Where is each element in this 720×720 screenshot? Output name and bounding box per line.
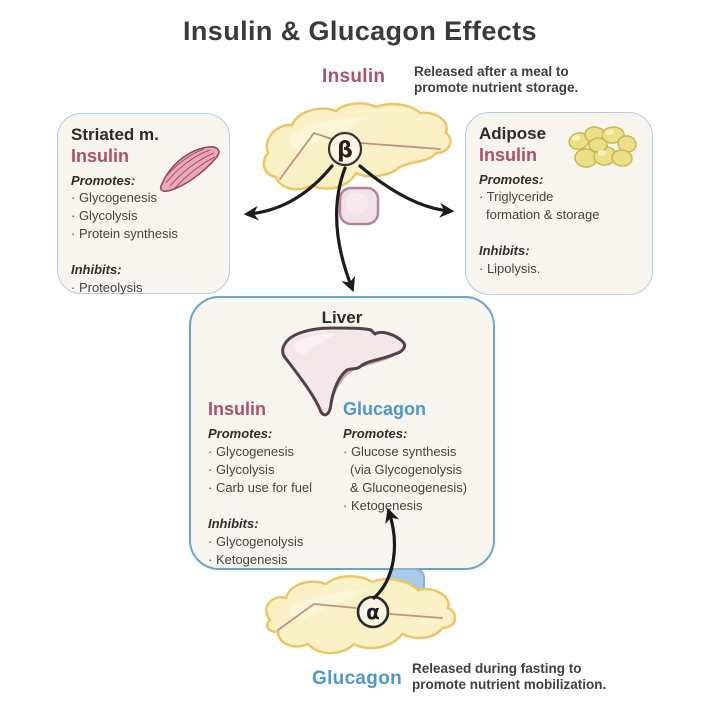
beta-cell-label: β: [337, 138, 353, 163]
list-item: · Ketogenesis: [208, 551, 288, 567]
bottom-glucagon-description-line2: promote nutrient mobilization.: [412, 677, 607, 693]
alpha-cell-label: α: [366, 600, 380, 624]
list-item: (via Glycogenolysis: [350, 461, 462, 477]
liver-glucagon-column: Glucagon Promotes: · Glucose synthesis (…: [343, 398, 493, 515]
liver-panel: Liver Insulin Promotes: · Glycogenesis ·…: [189, 296, 495, 570]
list-item: · Proteolysis: [71, 280, 143, 296]
list-item: · Glucose synthesis: [343, 443, 457, 459]
liver-panel-title: Liver: [321, 308, 363, 327]
beta-cell-icon: β: [327, 131, 363, 167]
adipose-panel-title: Adipose: [479, 124, 547, 143]
liver-insulin-column: Insulin Promotes: · Glycogenesis · Glyco…: [208, 398, 342, 568]
bottom-glucagon-description-line1: Released during fasting to: [412, 661, 582, 676]
list-item: · Lipolysis.: [479, 261, 541, 277]
adipose-hormone-label: Insulin: [479, 144, 537, 165]
striated-muscle-panel: Striated m. Insulin Promotes: · Glycogen…: [57, 113, 230, 296]
list-item: & Gluconeogenesis): [350, 479, 468, 495]
list-item: formation & storage: [486, 207, 600, 223]
liver-insulin-inhibits-label: Inhibits:: [208, 515, 259, 531]
muscle-icon: [159, 146, 220, 192]
top-insulin-description-line1: Released after a meal to: [414, 64, 569, 79]
striated-panel-title: Striated m.: [71, 125, 159, 144]
stomach-pouch-icon: [338, 186, 380, 226]
liver-glucagon-promotes-label: Promotes:: [343, 426, 408, 441]
striated-inhibits-label: Inhibits:: [71, 262, 122, 278]
adipose-inhibits-label: Inhibits:: [479, 243, 530, 259]
striated-promotes-label: Promotes:: [71, 172, 136, 188]
list-item: · Triglyceride: [479, 189, 554, 205]
top-insulin-description-line2: promote nutrient storage.: [414, 80, 579, 96]
list-item: · Ketogenesis: [343, 497, 423, 513]
adipose-panel: Adipose Insulin Promotes: · Triglyceride…: [465, 112, 653, 295]
pancreas-bottom-icon: α: [265, 568, 457, 655]
list-item: · Glycogenesis: [208, 443, 294, 459]
list-item: · Glycolysis: [208, 461, 275, 477]
striated-hormone-label: Insulin: [71, 145, 129, 166]
liver-insulin-label: Insulin: [208, 399, 266, 419]
alpha-cell-icon: α: [356, 595, 390, 629]
liver-insulin-promotes-label: Promotes:: [208, 426, 273, 441]
list-item: · Glycogenesis: [71, 190, 157, 206]
list-item: · Carb use for fuel: [208, 479, 313, 495]
top-insulin-description: Released after a meal to promote nutrien…: [414, 64, 670, 97]
list-item: · Glycogenolysis: [208, 533, 304, 549]
top-insulin-label: Insulin: [322, 66, 386, 87]
fat-cells-icon: [568, 126, 637, 168]
page-title: Insulin & Glucagon Effects: [183, 16, 537, 46]
adipose-promotes-label: Promotes:: [479, 171, 544, 187]
liver-icon: [281, 326, 407, 417]
bottom-glucagon-label: Glucagon: [312, 668, 403, 689]
list-item: · Glycolysis: [71, 208, 138, 224]
bottom-glucagon-description: Released during fasting to promote nutri…: [412, 661, 682, 694]
pancreas-top-icon: β: [262, 102, 452, 226]
list-item: · Protein synthesis: [71, 226, 178, 242]
liver-glucagon-label: Glucagon: [343, 399, 427, 419]
